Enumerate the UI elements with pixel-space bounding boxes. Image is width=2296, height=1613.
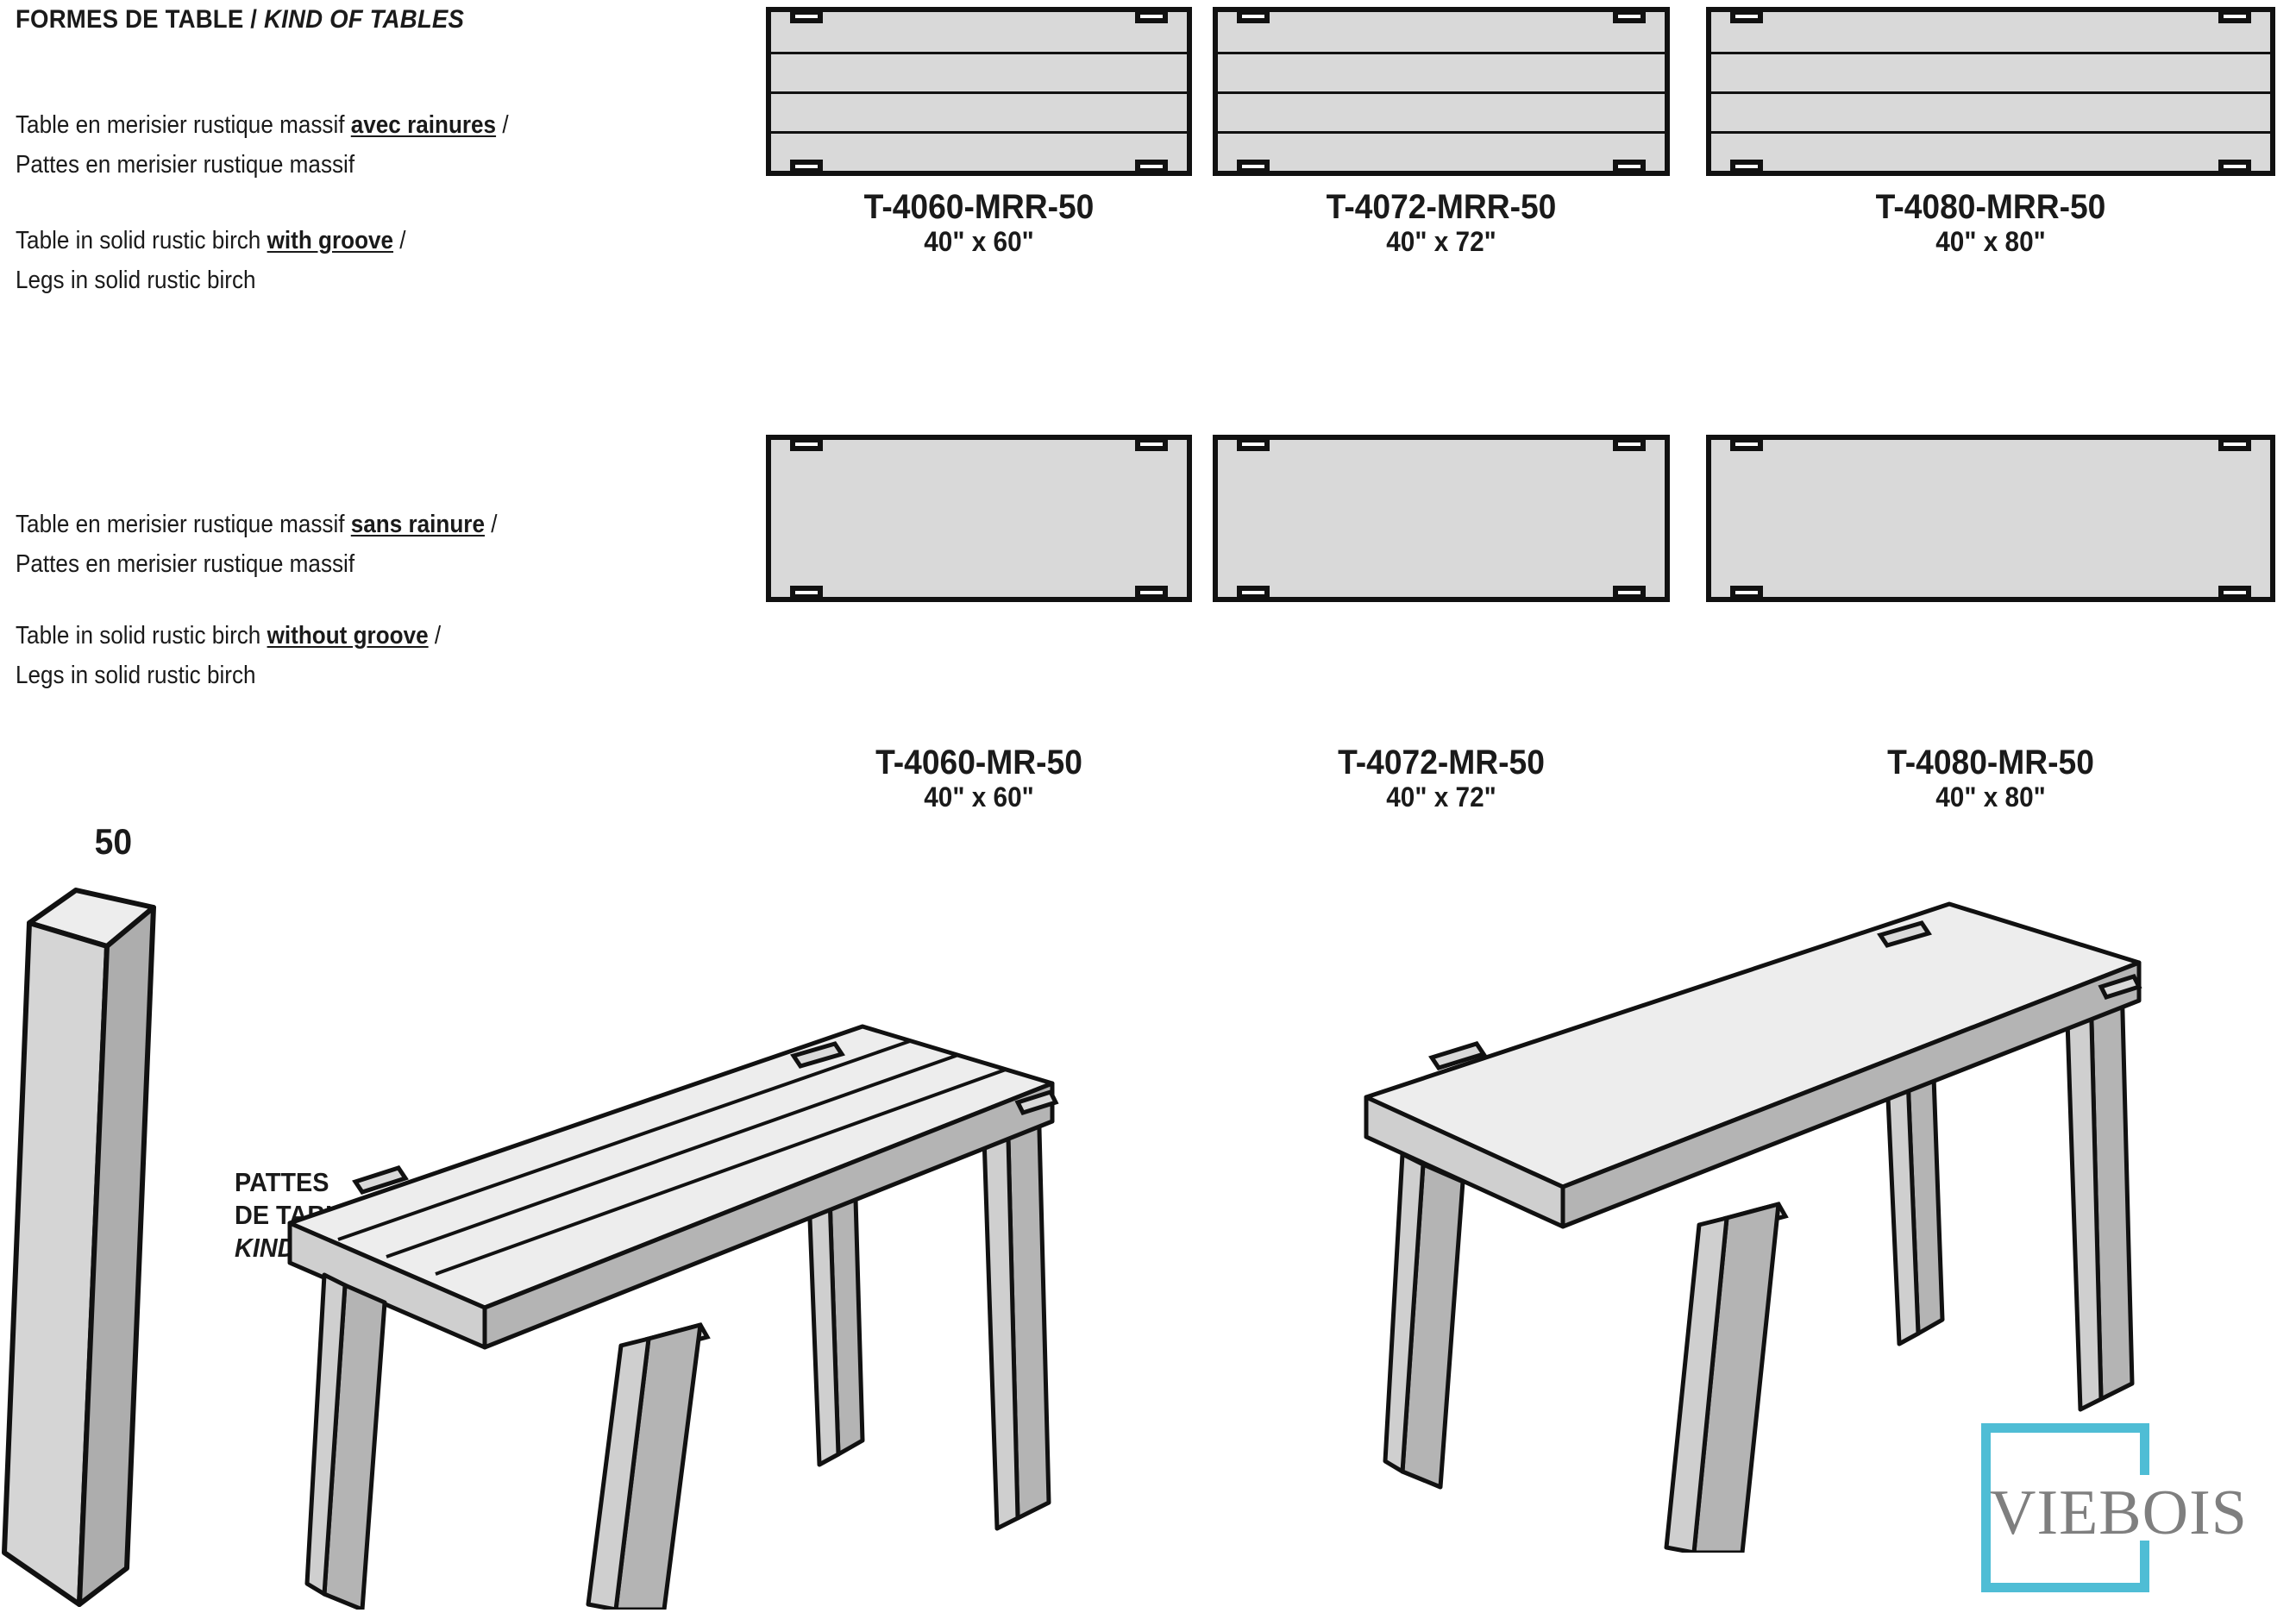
table-dimensions: 40" x 60" (924, 226, 1034, 257)
leg2-near-middle-side (1664, 1215, 1729, 1553)
table-diagram (766, 7, 1192, 176)
leg-mount-marker (790, 586, 823, 599)
table-model-code: T-4060-MRR-50 (863, 188, 1095, 226)
table-model-code: T-4080-MR-50 (1887, 744, 2094, 781)
table-diagram (1706, 7, 2275, 176)
desc2-fr-emphasis: sans rainure (350, 511, 485, 538)
desc2-en-line2: Legs in solid rustic birch (16, 662, 256, 689)
table-model-code: T-4080-MRR-50 (1875, 188, 2106, 226)
table-3d-with-grooves (287, 1024, 1059, 1610)
groove-line (1711, 52, 2270, 54)
logo-square-gap (2140, 1475, 2161, 1541)
desc2-en-post: / (428, 622, 442, 650)
table-dimensions: 40" x 72" (1386, 226, 1496, 257)
tabletop2-right-edge (1560, 960, 2142, 1229)
table-model-code: T-4060-MR-50 (875, 744, 1082, 781)
leg-mount-marker (1135, 160, 1168, 173)
description-2-french: Table en merisier rustique massif sans r… (16, 505, 498, 584)
groove-line (1711, 91, 2270, 94)
groove-line (1711, 131, 2270, 134)
leg-mount-marker (1730, 9, 1763, 23)
leg-mount-marker (1730, 586, 1763, 599)
logo-wordmark: VIEBOIS (1990, 1478, 2248, 1548)
table-3d-without-grooves (1364, 901, 2142, 1553)
page-title-separator: / (243, 5, 265, 34)
leg2-near-left-side (1383, 1152, 1426, 1474)
desc2-en-pre: Table in solid rustic birch (16, 622, 267, 650)
leg-front-face (77, 905, 156, 1607)
leg-mount-marker (1135, 9, 1168, 23)
description-1-english: Table in solid rustic birch with groove … (16, 221, 406, 300)
desc1-en-post: / (393, 227, 406, 254)
leg-mount-marker (1237, 437, 1270, 451)
desc1-en-pre: Table in solid rustic birch (16, 227, 267, 254)
description-1-french: Table en merisier rustique massif avec r… (16, 105, 509, 185)
description-2-english: Table in solid rustic birch without groo… (16, 616, 441, 695)
desc2-fr-pre: Table en merisier rustique massif (16, 511, 351, 538)
leg-mount-marker (1613, 9, 1646, 23)
leg-mount-marker (1613, 437, 1646, 451)
tabletop-grooves (337, 1039, 1007, 1276)
desc1-fr-emphasis: avec rainures (350, 111, 497, 139)
leg-mount-marker (2218, 160, 2251, 173)
leg-mount-marker (2218, 586, 2251, 599)
leg-beam-illustration (2, 888, 156, 1607)
viebois-logo: VIEBOIS (1981, 1423, 2247, 1596)
leg-mount-marker (1237, 9, 1270, 23)
leg-mount-marker (1135, 586, 1168, 599)
table-model-code: T-4072-MR-50 (1338, 744, 1545, 781)
table-dimensions: 40" x 60" (924, 781, 1034, 813)
leg-mount-marker (1730, 160, 1763, 173)
leg-mount-marker (790, 437, 823, 451)
table-dimensions: 40" x 72" (1386, 781, 1496, 813)
leg-mount-marker (790, 160, 823, 173)
groove-line (1218, 52, 1665, 54)
tabletop-right-edge (482, 1081, 1055, 1350)
table-model-code: T-4072-MRR-50 (1326, 188, 1557, 226)
leg-mount-marker (790, 9, 823, 23)
leg-mount-marker (1237, 160, 1270, 173)
page-title-en: KIND OF TABLES (264, 5, 465, 34)
leg-near-left-side (304, 1272, 348, 1597)
leg-mount-marker (1135, 437, 1168, 451)
legs-caption-line1: PATTES (235, 1167, 329, 1197)
groove-line (1218, 91, 1665, 94)
table-diagram (1706, 435, 2275, 602)
groove-line (771, 52, 1187, 54)
page-title: FORMES DE TABLE / KIND OF TABLES (16, 5, 464, 35)
leg-mount-marker (2218, 437, 2251, 451)
groove-line (771, 91, 1187, 94)
leg-size-label: 50 (94, 821, 133, 862)
groove-line (1218, 131, 1665, 134)
table-dimensions: 40" x 80" (1935, 226, 2046, 257)
table-diagram (766, 435, 1192, 602)
table-diagram (1213, 435, 1670, 602)
table-diagram (1213, 7, 1670, 176)
desc2-fr-post: / (484, 511, 498, 538)
desc2-fr-line2: Pattes en merisier rustique massif (16, 550, 355, 578)
desc1-en-line2: Legs in solid rustic birch (16, 267, 256, 294)
leg-near-middle-side (586, 1336, 651, 1610)
leg-mount-marker (2218, 9, 2251, 23)
groove-line (771, 131, 1187, 134)
leg-mount-marker (1730, 437, 1763, 451)
leg-mount-marker (1613, 160, 1646, 173)
desc1-fr-post: / (496, 111, 509, 139)
leg-mount-marker (1613, 586, 1646, 599)
desc1-fr-line2: Pattes en merisier rustique massif (16, 151, 355, 179)
page-title-fr: FORMES DE TABLE (16, 5, 244, 34)
leg-mount-marker (1237, 586, 1270, 599)
desc2-en-emphasis: without groove (267, 622, 429, 650)
desc1-en-emphasis: with groove (267, 227, 394, 254)
table-dimensions: 40" x 80" (1935, 781, 2046, 813)
desc1-fr-pre: Table en merisier rustique massif (16, 111, 351, 139)
